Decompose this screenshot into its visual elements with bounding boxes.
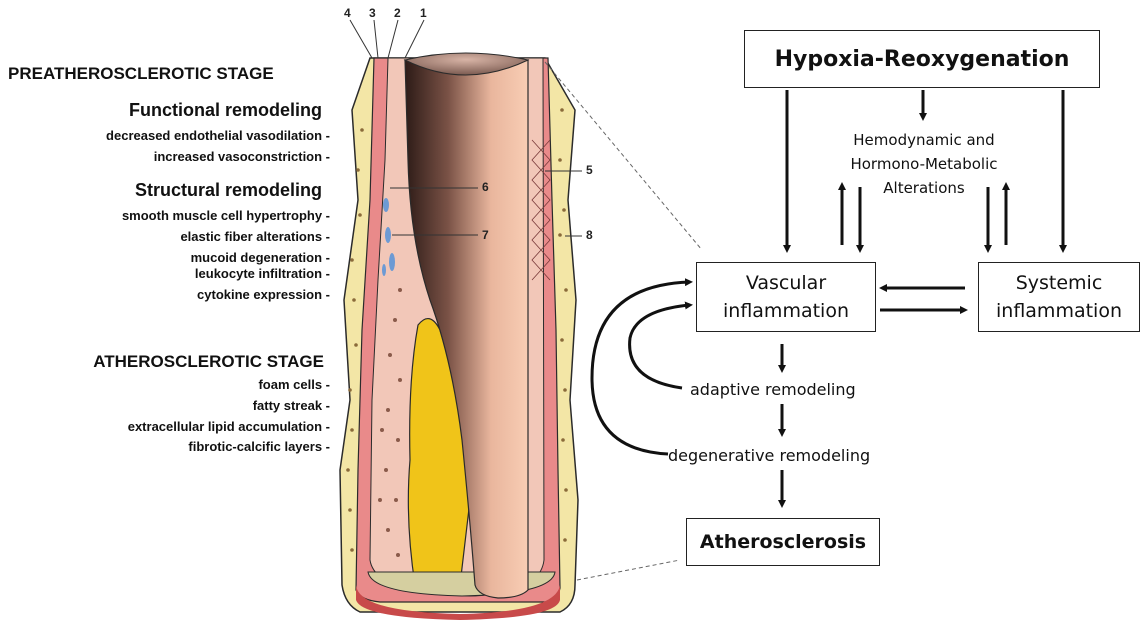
functional-item: decreased endothelial vasodilation - [106,128,330,143]
hemodynamic-line: Hormono-Metabolic [808,152,1040,176]
systemic-label: Systemic [1016,269,1103,297]
adaptive-remodeling-label: adaptive remodeling [690,380,856,399]
layer-2-label: 2 [394,6,401,20]
atherosclerosis-box: Atherosclerosis [686,518,880,566]
structural-item: mucoid degeneration - [191,250,330,265]
layer-1-label: 1 [420,6,427,20]
preatherosclerotic-title: PREATHEROSCLEROTIC STAGE [8,64,274,84]
structural-item: leukocyte infiltration - [195,266,330,281]
structural-remodeling-title: Structural remodeling [135,180,322,201]
structural-item: smooth muscle cell hypertrophy - [122,208,330,223]
vascular-label: inflammation [723,297,849,325]
athero-item: fibrotic-calcific layers - [188,439,330,454]
layer-3-label: 3 [369,6,376,20]
functional-remodeling-title: Functional remodeling [129,100,322,121]
systemic-inflammation-box: Systemic inflammation [978,262,1140,332]
hemodynamic-line: Alterations [808,176,1040,200]
hemodynamic-label: Hemodynamic and Hormono-Metabolic Altera… [808,128,1040,200]
athero-item: foam cells - [258,377,330,392]
atherosclerotic-title: ATHEROSCLEROTIC STAGE [93,352,324,372]
layer-7-label: 7 [482,228,489,242]
structural-item: elastic fiber alterations - [180,229,330,244]
athero-item: fatty streak - [253,398,330,413]
hemodynamic-line: Hemodynamic and [808,128,1040,152]
structural-item: cytokine expression - [197,287,330,302]
systemic-label: inflammation [996,297,1122,325]
layer-8-label: 8 [586,228,593,242]
athero-item: extracellular lipid accumulation - [128,419,330,434]
degenerative-remodeling-label: degenerative remodeling [668,446,870,465]
layer-5-label: 5 [586,163,593,177]
hypoxia-box: Hypoxia-Reoxygenation [744,30,1100,88]
hypoxia-label: Hypoxia-Reoxygenation [775,47,1070,72]
vascular-label: Vascular [746,269,826,297]
layer-6-label: 6 [482,180,489,194]
layer-4-label: 4 [344,6,351,20]
atherosclerosis-label: Atherosclerosis [700,531,866,553]
vascular-inflammation-box: Vascular inflammation [696,262,876,332]
functional-item: increased vasoconstriction - [154,149,330,164]
